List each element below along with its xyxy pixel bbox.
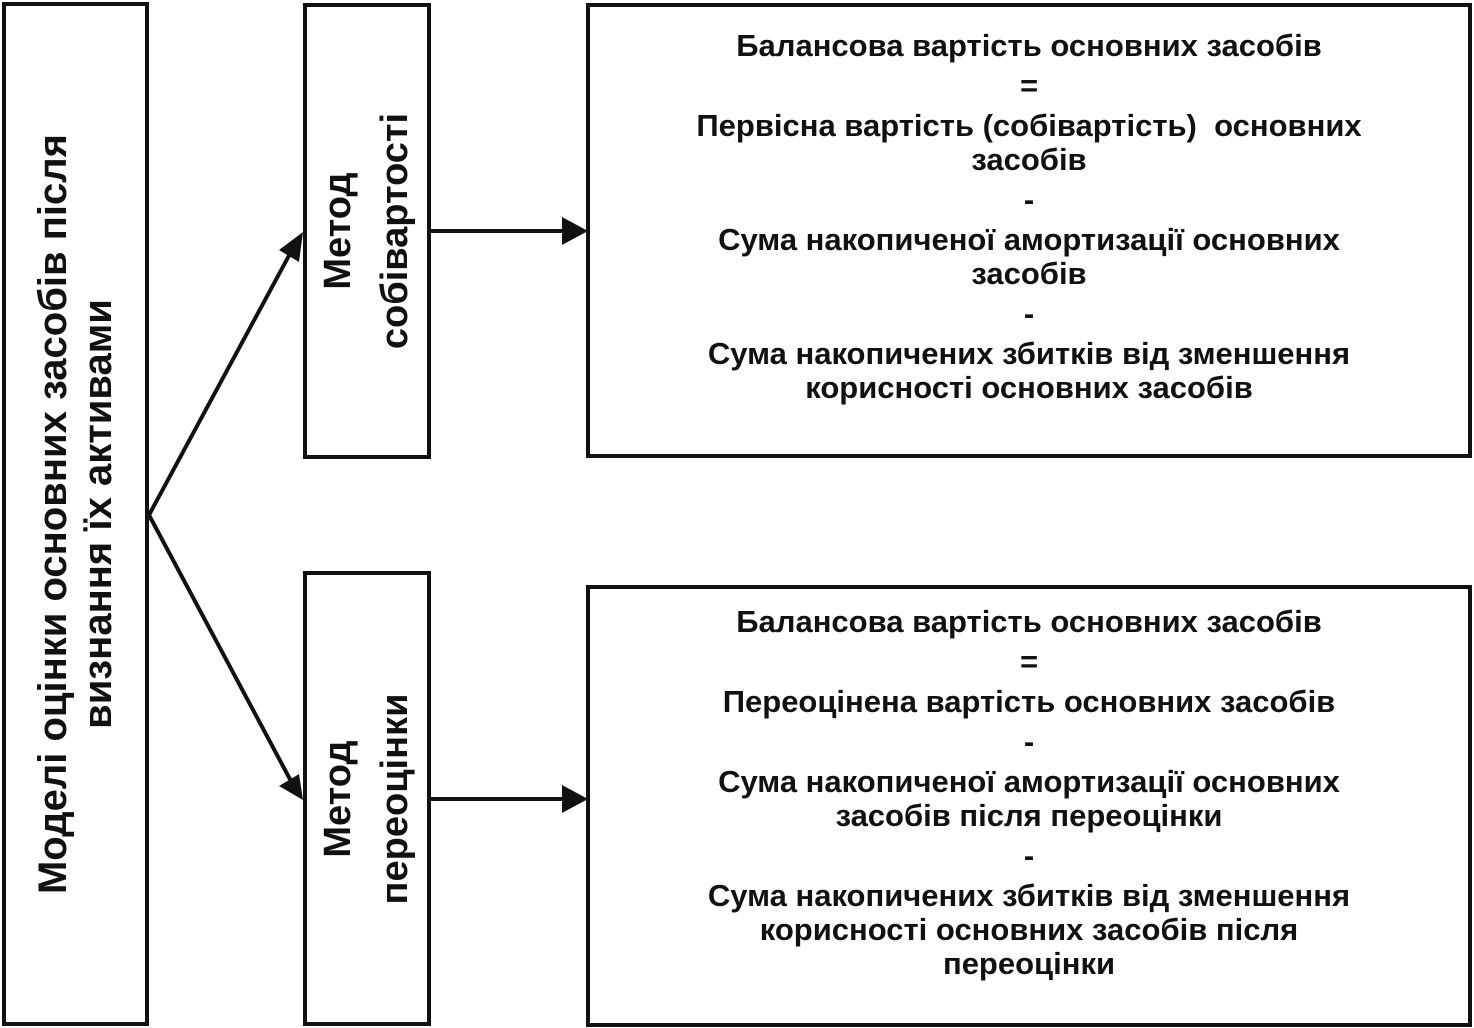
revaluation-formula-minus1: - (1023, 724, 1035, 759)
cost-method-label-line1: Метод (317, 172, 359, 290)
root-models-label: Моделі оцінки основних засобів після виз… (31, 134, 121, 894)
root-models-box: Моделі оцінки основних засобів після виз… (2, 2, 149, 1026)
revaluation-method-label-line1: Метод (317, 739, 359, 858)
cost-method-label-line2: собівартості (374, 112, 416, 350)
cost-formula-equals: = (1019, 68, 1039, 103)
arrow-root-to-cost-method (147, 249, 294, 516)
revaluation-formula: Балансова вартість основних засобів = Пе… (590, 605, 1468, 987)
cost-formula: Балансова вартість основних засобів = Пе… (590, 29, 1468, 411)
revaluation-method-box: Метод переоцінки (303, 571, 431, 1026)
cost-formula-box: Балансова вартість основних засобів = Пе… (586, 3, 1472, 458)
arrowhead-cost-formula (562, 217, 588, 245)
revaluation-formula-equals: = (1019, 644, 1039, 679)
revaluation-formula-result: Балансова вартість основних засобів (736, 604, 1322, 639)
revaluation-formula-box: Балансова вартість основних засобів = Пе… (586, 585, 1472, 1027)
cost-formula-term1: Первісна вартість (собівартість) основни… (696, 108, 1362, 177)
cost-method-box: Метод собівартості (303, 3, 431, 459)
arrowhead-cost-method (279, 232, 303, 262)
arrowhead-revaluation-formula (562, 785, 588, 813)
cost-formula-result: Балансова вартість основних засобів (736, 28, 1322, 63)
revaluation-method-label: Метод переоцінки (310, 693, 424, 904)
arrow-root-to-revaluation-method (147, 514, 294, 784)
root-models-label-line2: визнання їх активами (75, 299, 120, 729)
root-models-label-line1: Моделі оцінки основних засобів після (30, 133, 75, 895)
cost-method-label: Метод собівартості (310, 113, 424, 349)
revaluation-formula-minus2: - (1023, 838, 1035, 873)
revaluation-formula-term1: Переоцінена вартість основних засобів (722, 684, 1336, 719)
cost-formula-minus1: - (1023, 182, 1035, 217)
cost-formula-minus2: - (1023, 296, 1035, 331)
arrowhead-revaluation-method (279, 774, 303, 800)
revaluation-method-label-line2: переоцінки (374, 693, 416, 904)
